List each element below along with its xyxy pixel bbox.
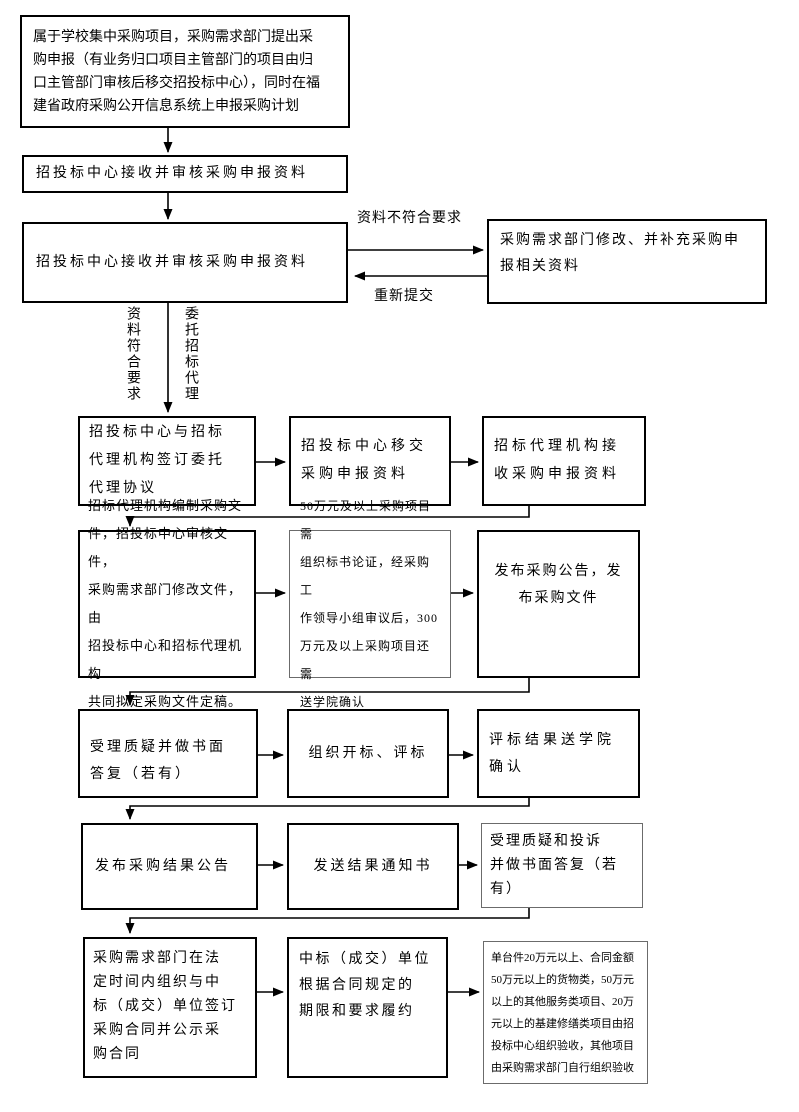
node-sign-agency-agreement: 招投标中心与招标 代理机构签订委托 代理协议	[78, 416, 256, 506]
node-department-revise-supplement: 采购需求部门修改、并补充采购申 报相关资料	[487, 219, 767, 304]
node-handle-queries-written-reply: 受理质疑并做书面 答复（若有）	[78, 709, 258, 798]
connector-n10-n11	[125, 678, 530, 706]
node-organize-bid-opening-evaluation: 组织开标、评标	[287, 709, 449, 798]
node-initiate-procurement-declaration: 属于学校集中采购项目，采购需求部门提出采 购申报（有业务归口项目主管部门的项目由…	[20, 15, 350, 128]
node-handle-queries-complaints: 受理质疑和投诉 并做书面答复（若 有）	[481, 823, 643, 908]
node-center-transfer-materials: 招投标中心移交 采购申报资料	[289, 416, 451, 506]
edge-label-resubmit: 重新提交	[374, 289, 434, 304]
edge-label-materials-not-compliant: 资料不符合要求	[357, 211, 462, 226]
node-agency-prepare-documents: 招标代理机构编制采购文 件，招投标中心审核文件， 采购需求部门修改文件，由 招投…	[78, 498, 256, 709]
node-bid-document-review-note: 50万元及以上采购项目需 组织标书论证，经采购工 作领导小组审议后，300 万元…	[289, 499, 451, 709]
node-publish-announcement: 发布采购公告，发 布采购文件	[477, 530, 640, 678]
edge-label-materials-compliant: 资料符合要求	[125, 306, 140, 402]
node-agency-receive-materials: 招标代理机构接 收采购申报资料	[482, 416, 646, 506]
node-center-receive-review-2: 招投标中心接收并审核采购申报资料	[22, 222, 348, 303]
node-winner-perform-contract: 中标（成交）单位 根据合同规定的 期限和要求履约	[287, 937, 448, 1078]
connector-n13-n14	[125, 798, 530, 820]
node-center-receive-review-1: 招投标中心接收并审核采购申报资料	[22, 155, 348, 193]
node-sign-publicize-contract: 采购需求部门在法 定时间内组织与中 标（成交）单位签订 采购合同并公示采 购合同	[83, 937, 257, 1078]
edge-label-entrust-agency: 委托招标代理	[183, 306, 198, 402]
node-send-result-notice: 发送结果通知书	[287, 823, 459, 910]
connector-n7-n8	[125, 506, 530, 527]
node-evaluation-result-confirmation: 评标结果送学院 确认	[477, 709, 640, 798]
node-acceptance-inspection-note: 单台件20万元以上、合同金额 50万元以上的货物类，50万元 以上的其他服务类项…	[483, 941, 648, 1084]
connector-n16-n17	[125, 908, 530, 934]
node-publish-result-announcement: 发布采购结果公告	[81, 823, 258, 910]
